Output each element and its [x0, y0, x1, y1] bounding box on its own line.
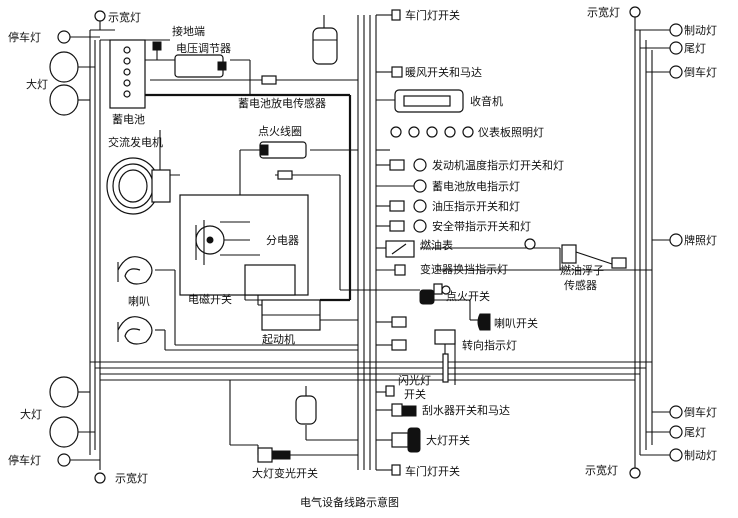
horn-switch: 喇叭开关	[391, 313, 538, 331]
ignition-coil: 点火线圈	[258, 124, 307, 159]
brake-light-bottom-right: 制动灯	[669, 448, 717, 462]
fuel-float-sensor: 燃油浮子 传感器	[524, 238, 627, 292]
engine-temp-indicator: 发动机温度指示灯开关和灯	[389, 158, 564, 172]
brake-light-bottom-right-label: 制动灯	[684, 449, 717, 462]
flash-light-label: 闪光灯	[398, 373, 431, 387]
headlight-top-left-label: 大灯	[26, 77, 48, 91]
reverse-light-bottom-right-label: 倒车灯	[684, 405, 717, 419]
headlight-bottom-left-label: 大灯	[20, 407, 42, 421]
wire-harness	[70, 12, 670, 471]
horn-label: 喇叭	[128, 294, 150, 308]
ignition-switch: 点火开关	[419, 283, 490, 305]
distributor-label: 分电器	[266, 234, 299, 247]
alternator-label: 交流发电机	[108, 135, 163, 149]
fuel-float-sensor-label: 燃油浮子	[560, 263, 604, 277]
dimmer-switch-label: 大灯变光开关	[252, 466, 318, 480]
dimmer-switch: 大灯变光开关	[252, 447, 318, 480]
tail-light-bottom-right-label: 尾灯	[684, 426, 706, 439]
side-light-bottom-right-label: 示宽灯	[585, 463, 618, 477]
dash-lights: 仪表板照明灯	[390, 125, 544, 139]
ground-terminal: 接地端	[152, 25, 205, 60]
starter: 起动机	[261, 299, 321, 346]
side-light-top-right-label: 示宽灯	[587, 5, 620, 19]
solenoid-switch: 电磁开关	[188, 264, 296, 306]
side-light-top-left-label: 示宽灯	[108, 10, 141, 24]
horn-top	[117, 256, 153, 285]
brake-light-top-right: 制动灯	[669, 23, 717, 37]
headlight-switch-label: 大灯开关	[426, 433, 470, 447]
radio-label: 收音机	[470, 94, 503, 108]
horn-bottom	[117, 316, 153, 345]
heater-motor	[312, 15, 338, 65]
headlight-top-left: 大灯	[26, 51, 79, 116]
battery-discharge-indicator: 蓄电池放电指示灯	[413, 179, 520, 193]
turn-indicator: 转向指示灯	[391, 329, 517, 383]
engine-temp-indicator-label: 发动机温度指示灯开关和灯	[432, 158, 564, 172]
battery-label: 蓄电池	[112, 113, 145, 126]
ground-terminal-label: 接地端	[172, 25, 205, 38]
seatbelt-indicator-label: 安全带指示开关和灯	[432, 219, 531, 233]
headlight-switch: 大灯开关	[391, 427, 470, 453]
wiper-motor	[295, 386, 317, 425]
tail-light-top-right-label: 尾灯	[684, 42, 706, 55]
door-switch-bottom: 车门灯开关	[391, 464, 460, 478]
battery: 蓄电池	[109, 39, 146, 126]
fuel-gauge-label: 燃油表	[420, 238, 453, 252]
turn-indicator-label: 转向指示灯	[462, 338, 517, 352]
heater-switch-motor-label: 暖风开关和马达	[405, 65, 482, 79]
side-light-bottom-right: 示宽灯	[585, 460, 641, 479]
side-light-top-right: 示宽灯	[587, 5, 641, 19]
heater-switch: 暖风开关和马达	[391, 65, 482, 79]
transmission-indicator-label: 变速器换挡指示灯	[420, 262, 508, 276]
side-light-bottom-left-label: 示宽灯	[115, 471, 148, 485]
parking-light-top-left: 停车灯	[8, 30, 71, 44]
tail-light-bottom-right: 尾灯	[669, 425, 706, 439]
fuse-small	[277, 170, 293, 180]
headlight-bottom-left: 大灯	[20, 376, 79, 448]
starter-label: 起动机	[262, 332, 295, 346]
license-light-label: 牌照灯	[684, 233, 717, 247]
reverse-light-top-right: 倒车灯	[669, 65, 717, 79]
solenoid-switch-label: 电磁开关	[188, 292, 232, 306]
seatbelt-indicator: 安全带指示开关和灯	[389, 219, 531, 233]
transmission-indicator: 变速器换挡指示灯	[394, 262, 508, 276]
fuel-float-sensor-label-2: 传感器	[564, 279, 597, 292]
oil-pressure-indicator: 油压指示开关和灯	[389, 199, 520, 213]
parking-light-bottom-left-label: 停车灯	[8, 453, 41, 467]
battery-discharge-sensor: 蓄电池放电传感器	[238, 75, 326, 110]
diagram-caption: 电气设备线路示意图	[300, 495, 399, 509]
oil-pressure-indicator-label: 油压指示开关和灯	[432, 199, 520, 213]
door-switch-bottom-label: 车门灯开关	[405, 464, 460, 478]
battery-discharge-indicator-label: 蓄电池放电指示灯	[432, 179, 520, 193]
alternator: 交流发电机	[106, 135, 171, 215]
reverse-light-top-right-label: 倒车灯	[684, 65, 717, 79]
radio: 收音机	[394, 89, 503, 113]
side-light-bottom-left: 示宽灯	[94, 471, 148, 485]
parking-light-top-left-label: 停车灯	[8, 30, 41, 44]
tail-light-top-right: 尾灯	[669, 41, 706, 55]
fuel-gauge: 燃油表	[385, 238, 453, 258]
ignition-coil-label: 点火线圈	[258, 124, 302, 138]
ignition-switch-label: 点火开关	[446, 289, 490, 303]
door-switch-top: 车门灯开关	[391, 8, 460, 22]
side-light-top-left: 示宽灯	[94, 10, 141, 24]
voltage-regulator: 电压调节器	[174, 42, 231, 78]
wiper-switch-motor-label: 刮水器开关和马达	[422, 403, 510, 417]
battery-discharge-sensor-label: 蓄电池放电传感器	[238, 96, 326, 110]
reverse-light-bottom-right: 倒车灯	[669, 405, 717, 419]
dash-lights-label: 仪表板照明灯	[478, 125, 544, 139]
license-light: 牌照灯	[669, 233, 717, 247]
parking-light-bottom-left: 停车灯	[8, 453, 71, 467]
brake-light-top-right-label: 制动灯	[684, 24, 717, 37]
wiper-switch: 刮水器开关和马达	[391, 403, 510, 417]
door-switch-top-label: 车门灯开关	[405, 8, 460, 22]
voltage-regulator-label: 电压调节器	[176, 42, 231, 55]
horn-switch-label: 喇叭开关	[494, 316, 538, 330]
distributor-block: 分电器	[179, 194, 309, 296]
flash-switch-label: 开关	[404, 387, 426, 401]
flash-light-switch: 闪光灯 开关	[385, 373, 431, 401]
